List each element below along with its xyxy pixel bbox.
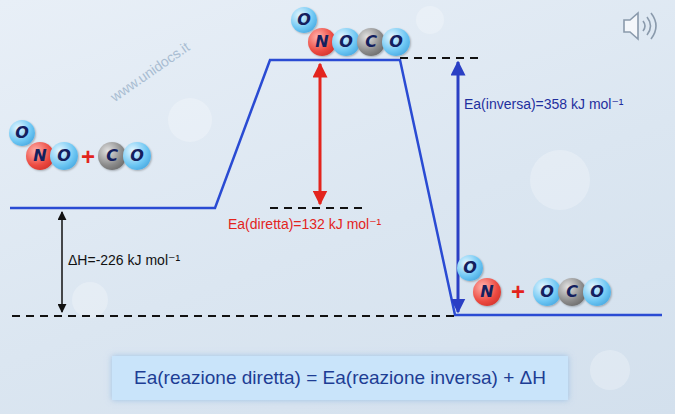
- energy-curve: [10, 60, 662, 315]
- atom-sphere: C: [357, 28, 385, 56]
- atom-sphere: O: [382, 28, 410, 56]
- atom-symbol: O: [57, 148, 71, 164]
- dashed-guides: [12, 58, 480, 316]
- plus-sign: +: [511, 278, 525, 307]
- atom-symbol: N: [33, 148, 46, 164]
- atom-symbol: O: [15, 125, 29, 141]
- atom-symbol: O: [339, 34, 353, 50]
- atom-sphere: O: [332, 28, 360, 56]
- watermark: www.unidocs.it: [107, 39, 192, 106]
- enthalpy-label: ΔH=-226 kJ mol⁻¹: [68, 252, 180, 269]
- atom-symbol: C: [106, 148, 118, 164]
- atom-symbol: C: [566, 284, 578, 300]
- atom-symbol: N: [480, 284, 493, 300]
- enthalpy-arrow: [61, 212, 63, 312]
- atom-sphere: O: [533, 278, 561, 306]
- atom-symbol: O: [130, 148, 144, 164]
- equation-text: Ea(reazione diretta) = Ea(reazione inver…: [134, 367, 546, 390]
- atom-symbol: O: [590, 284, 604, 300]
- atom-symbol: O: [463, 260, 477, 276]
- forward-ea-label: Ea(diretta)=132 kJ mol⁻¹: [228, 216, 381, 233]
- atom-sphere: C: [558, 278, 586, 306]
- atom-symbol: O: [297, 12, 311, 28]
- atom-symbol: C: [365, 34, 377, 50]
- equation-band: Ea(reazione diretta) = Ea(reazione inver…: [112, 356, 568, 400]
- atom-sphere: C: [98, 142, 126, 170]
- speaker-icon: [624, 13, 656, 39]
- forward-ea-arrow: [319, 64, 322, 204]
- atom-sphere: O: [9, 120, 35, 146]
- atom-sphere: O: [583, 278, 611, 306]
- bubbles: [72, 6, 630, 390]
- plus-sign: +: [81, 143, 95, 172]
- atom-symbol: N: [315, 34, 328, 50]
- atom-sphere: O: [457, 255, 483, 281]
- atom-sphere: N: [473, 278, 501, 306]
- reverse-ea-label: Ea(inversa)=358 kJ mol⁻¹: [464, 96, 624, 113]
- atom-sphere: O: [291, 7, 317, 33]
- atom-sphere: O: [123, 142, 151, 170]
- atom-sphere: O: [50, 142, 78, 170]
- atom-symbol: O: [540, 284, 554, 300]
- atom-symbol: O: [389, 34, 403, 50]
